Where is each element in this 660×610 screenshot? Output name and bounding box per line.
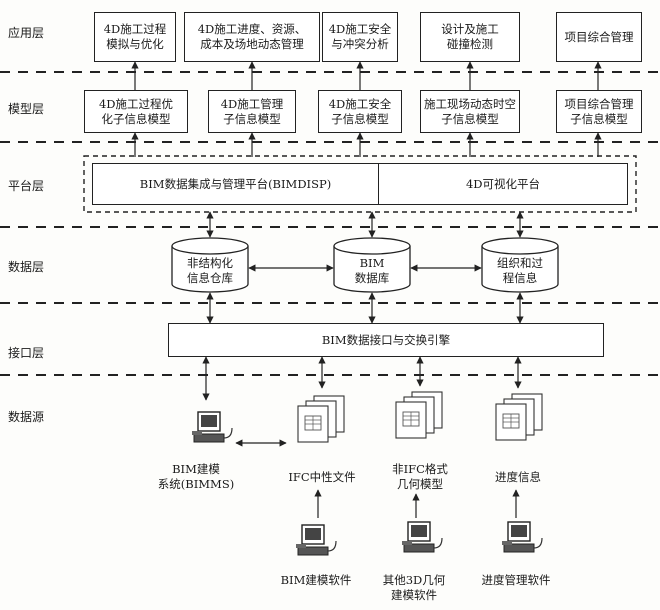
source-label-non-ifc: 非IFC格式 几何模型 xyxy=(392,462,448,491)
model-box-4d-safety: 4D施工安全 子信息模型 xyxy=(318,90,402,133)
model-box-project-management: 项目综合管理 子信息模型 xyxy=(556,90,642,133)
layer-label-source: 数据源 xyxy=(8,410,45,424)
app-box-4d-process-simulation: 4D施工过程 模拟与优化 xyxy=(94,12,176,62)
app-box-4d-safety-conflict: 4D施工安全 与冲突分析 xyxy=(322,12,398,62)
layer-label-platform: 平台层 xyxy=(8,179,45,193)
bim-software-computer-icon xyxy=(295,524,337,556)
layer-label-interface: 接口层 xyxy=(8,346,45,360)
source-label-ifc: IFC中性文件 xyxy=(288,470,356,484)
app-box-clash-detection: 设计及施工 碰撞检测 xyxy=(420,12,520,62)
source-label-bimms: BIM建模 系统(BIMMS) xyxy=(157,462,235,491)
software-label-bim: BIM建模软件 xyxy=(280,573,352,587)
model-box-4d-management: 4D施工管理 子信息模型 xyxy=(208,90,296,133)
platform-bimdisp: BIM数据集成与管理平台(BIMDISP) xyxy=(93,164,379,204)
source-label-schedule: 进度信息 xyxy=(495,470,541,484)
bimms-computer-icon xyxy=(191,411,233,443)
non-ifc-model-documents-icon xyxy=(395,391,443,439)
data-bim-database: BIM 数据库 xyxy=(354,256,390,285)
schedule-info-documents-icon xyxy=(495,393,543,441)
layer-label-model: 模型层 xyxy=(8,102,45,116)
layer-label-application: 应用层 xyxy=(8,26,45,40)
model-box-site-spatiotemporal: 施工现场动态时空 子信息模型 xyxy=(420,90,520,133)
platform-4d-visualization: 4D可视化平台 xyxy=(465,176,541,191)
interface-box: BIM数据接口与交换引擎 xyxy=(168,323,604,357)
data-organization-process-info: 组织和过 程信息 xyxy=(497,256,543,285)
platform-box: BIM数据集成与管理平台(BIMDISP) 4D可视化平台 xyxy=(92,163,628,205)
ifc-file-documents-icon xyxy=(297,395,345,443)
software-label-other-3d: 其他3D几何 建模软件 xyxy=(382,573,446,602)
schedule-software-computer-icon xyxy=(501,521,543,553)
app-box-project-management: 项目综合管理 xyxy=(556,12,642,62)
software-label-schedule: 进度管理软件 xyxy=(481,573,551,587)
model-box-4d-process-optimization: 4D施工过程优 化子信息模型 xyxy=(84,90,188,133)
other-3d-software-computer-icon xyxy=(401,521,443,553)
app-box-4d-dynamic-management: 4D施工进度、资源、 成本及场地动态管理 xyxy=(184,12,320,62)
layer-label-data: 数据层 xyxy=(8,260,45,274)
data-unstructured-repository: 非结构化 信息仓库 xyxy=(187,256,233,285)
